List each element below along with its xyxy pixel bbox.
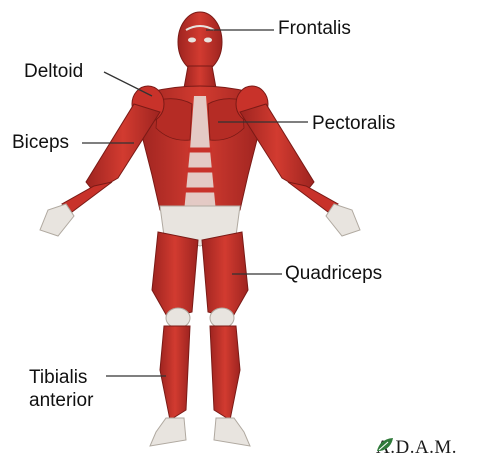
right-thigh	[202, 232, 248, 328]
leaf-icon	[376, 437, 394, 453]
head	[178, 12, 222, 72]
right-lower-leg	[210, 326, 250, 446]
left-lower-leg	[150, 326, 190, 446]
right-hand	[326, 204, 360, 236]
leader-deltoid	[104, 72, 152, 96]
label-pectoralis: Pectoralis	[312, 113, 395, 135]
label-tibialis-line2: anterior	[29, 389, 93, 412]
label-quadriceps: Quadriceps	[285, 263, 382, 285]
right-foot	[214, 418, 250, 446]
left-thigh	[152, 232, 198, 328]
label-deltoid: Deltoid	[24, 61, 83, 83]
neck	[184, 66, 216, 88]
brand-logo: A.D.A.M.	[376, 437, 457, 459]
left-arm	[40, 104, 160, 236]
label-tibialis-line1: Tibialis	[29, 366, 93, 389]
left-hand	[40, 204, 74, 236]
label-biceps: Biceps	[12, 132, 69, 154]
label-tibialis-anterior: Tibialis anterior	[29, 366, 93, 412]
left-foot	[150, 418, 186, 446]
label-frontalis: Frontalis	[278, 18, 351, 40]
